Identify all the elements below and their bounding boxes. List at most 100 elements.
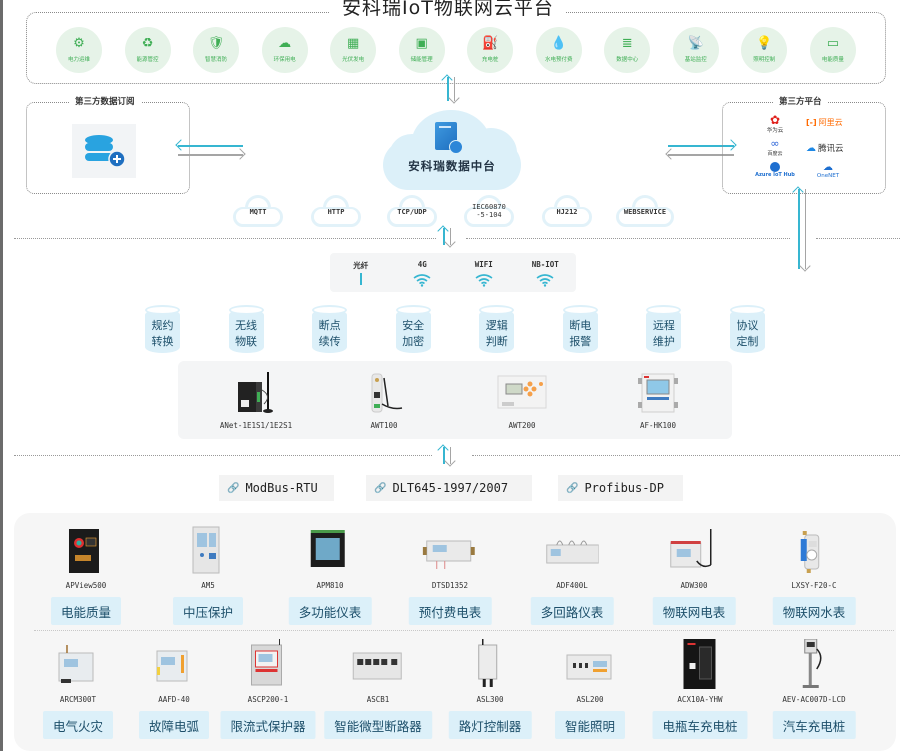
arrow-up-icon [443,228,445,245]
device-model: ACX10A-YHW [677,695,723,704]
device-category-button[interactable]: 预付费电表 [408,597,492,625]
gateway-af-hk100: AF-HK100 [598,361,718,439]
device-model: ASCB1 [366,695,390,704]
device-category-button[interactable]: 中压保护 [172,597,244,625]
huawei-logo-icon: ✿ [769,113,781,127]
data-center-cloud: 安科瑞数据中台 [383,108,521,190]
protocol-iec60870: IEC60870 -5-104 [462,195,516,227]
device-category-button[interactable]: 多功能仪表 [288,597,372,625]
network-nb-iot: NB-IOT [520,260,570,287]
arrow-left-icon [668,154,734,156]
app-item[interactable]: 📡基站监控 [672,27,719,73]
function-label: 转换 [151,335,174,348]
app-item[interactable]: ▣储能管理 [398,27,445,73]
device-category-button[interactable]: 智能微型断路器 [324,711,432,739]
gateway-functions: 规约转换无线物联断点续传安全加密逻辑判断断电报警远程维护协议定制 [145,305,765,355]
device-model: APView500 [65,581,107,590]
vendor-onenet: ☁ OneNET [808,162,848,179]
app-item[interactable]: ⚙电力运维 [56,27,102,73]
device-model: ADF400L [556,581,588,590]
device-image-icon [787,635,841,691]
app-item[interactable]: 💧水电预付费 [535,27,582,73]
wifi-signal-icon [536,272,554,287]
device-image-icon [667,521,721,577]
device-item: ARCM300T 电气火灾 [42,635,114,739]
wifi-signal-icon [475,272,493,287]
aliyun-logo-icon: [-] [806,118,817,127]
data-center-label: 安科瑞数据中台 [408,159,496,173]
app-item[interactable]: ☁环保用电 [261,27,308,73]
app-item[interactable]: 🛡智慧消防 [193,27,240,73]
lightbulb-icon: 💡 [756,36,773,51]
gateway-device-icon [234,369,278,415]
app-label: 充电桩 [481,57,499,63]
divider [816,238,900,239]
vendor-aliyun: [-] 阿里云 [806,118,843,127]
app-item[interactable]: ⛽ 充电桩 [467,27,514,73]
power-maintenance-icon: ⚙ [73,36,85,51]
vendor-azure: Azure IoT Hub [750,162,800,178]
energy-control-icon: ♻ [141,36,154,51]
vendor-tencent: ☁ 腾讯云 [806,142,844,155]
device-category-button[interactable]: 物联网水表 [772,597,856,625]
energy-storage-icon: ▣ [415,36,428,51]
function-label: 物联 [235,335,258,348]
window-edge [0,0,3,751]
app-item[interactable]: ♻能源管控 [124,27,171,73]
arrow-up-icon [443,447,445,464]
device-model: AAFD-40 [158,695,190,704]
protocol-tcp-udp: TCP/UDP [385,195,439,227]
gateway-device-icon [636,369,680,415]
divider [472,455,900,456]
device-image-icon [351,635,405,691]
charging-pile-icon: ⛽ [482,36,499,51]
divider [14,455,432,456]
database-icon: ≣ [621,36,633,51]
device-model: AM5 [201,581,215,590]
device-category-button[interactable]: 电瓶车充电桩 [652,711,748,739]
device-category-button[interactable]: 物联网电表 [652,597,736,625]
function-label: 断点 [318,319,341,332]
function-item: 断电报警 [562,305,598,355]
network-wifi: WIFI [459,260,509,287]
vendor-huawei: ✿ 华为云 [755,114,795,134]
device-category-button[interactable]: 电气火灾 [42,711,114,739]
wifi-signal-icon [413,272,431,287]
device-image-icon [147,635,201,691]
protocol-http: HTTP [309,195,363,227]
device-image-icon [673,635,727,691]
app-item[interactable]: ▦光伏发电 [330,27,377,73]
device-category-button[interactable]: 智能照明 [554,711,626,739]
gateway-panel: ANet-1E1S1/1E2S1 AWT100 AWT200 AF-HK100 [178,361,732,439]
device-category-button[interactable]: 路灯控制器 [448,711,532,739]
bus-protocol-profibus: 🔗Profibus-DP [558,475,683,501]
app-item[interactable]: ▭电能质量 [809,27,856,73]
device-item: APView500 电能质量 [50,521,122,625]
function-label: 判断 [485,335,508,348]
function-item: 协议定制 [729,305,765,355]
device-category-button[interactable]: 故障电弧 [138,711,210,739]
function-label: 远程 [652,319,675,332]
app-item[interactable]: ≣数据中心 [604,27,651,73]
device-model: ARCM300T [59,695,97,704]
device-category-button[interactable]: 多回路仪表 [530,597,614,625]
device-category-button[interactable]: 电能质量 [50,597,122,625]
arrow-up-icon [447,77,449,101]
vendor-baidu: ∞ 百度云 [755,138,795,158]
app-list: ⚙电力运维 ♻能源管控 🛡智慧消防 ☁环保用电 ▦光伏发电 ▣储能管理 ⛽ 充电桩 💧水电预付费… [56,27,856,73]
device-model: ASL300 [476,695,504,704]
device-category-button[interactable]: 限流式保护器 [220,711,316,739]
divider [34,630,894,631]
function-label: 安全 [402,319,425,332]
device-category-button[interactable]: 汽车充电桩 [772,711,856,739]
app-item[interactable]: 💡照明控制 [741,27,788,73]
third-party-platform-title: 第三方平台 [773,95,828,107]
arrow-left-icon [178,145,243,147]
gateway-anet: ANet-1E1S1/1E2S1 [196,361,316,439]
function-item: 远程维护 [646,305,682,355]
gateway-awt100: AWT100 [324,361,444,439]
